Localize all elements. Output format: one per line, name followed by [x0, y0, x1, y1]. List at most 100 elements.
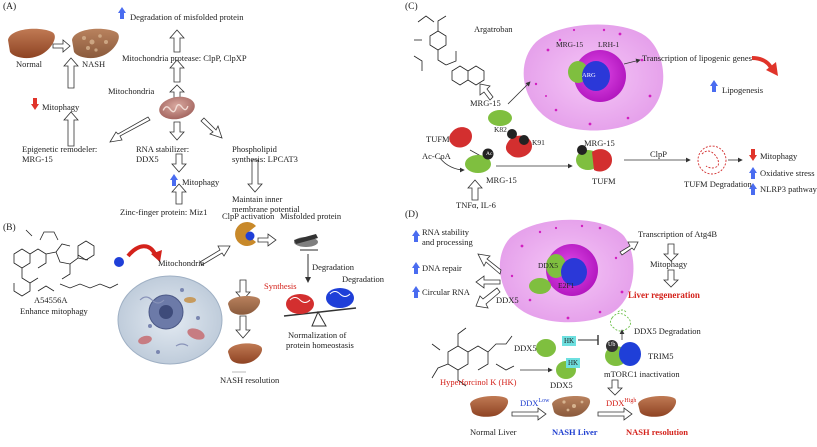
mrg15-low-label: MRG-15	[486, 175, 517, 185]
arrow-mrg15-to-cell	[507, 81, 531, 105]
up-arrow-mitophagy	[170, 174, 178, 186]
ub-label: Ub	[608, 342, 616, 348]
arrow-atg4b-down	[663, 243, 679, 262]
arrow-protease-up	[169, 59, 185, 83]
arrow-nash-to-resolution-d	[597, 407, 633, 421]
up-arrow-dna	[412, 262, 420, 274]
misfolded-protein-label: Misfolded protein	[280, 211, 342, 221]
up-arrow-lipogenesis	[710, 80, 718, 92]
hyperforcinol-label: Hyperforcinol K (HK)	[440, 377, 517, 387]
hk-top-label: HK	[564, 337, 575, 345]
arrow-argatroban-mrg15	[479, 83, 494, 101]
panel-b-label: (B)	[3, 223, 16, 233]
k91-label: K91	[532, 138, 545, 147]
cell-d	[499, 219, 634, 323]
normalization-label-2: protein homeostasis	[286, 340, 354, 350]
atg4b-label: Transcription of Atg4B	[638, 229, 718, 239]
nash-label: NASH	[82, 59, 106, 69]
trim5-protein	[619, 342, 641, 366]
synthesis-label: Synthesis	[264, 281, 297, 291]
lpcat3-label: synthesis: LPCAT3	[232, 154, 298, 164]
tufm-protein-left	[449, 127, 472, 148]
rna-processing-label: and processing	[422, 237, 473, 247]
ddx5-degraded-icon	[609, 309, 631, 332]
down-arrow-mitophagy	[31, 98, 39, 110]
mrg15-right-label: MRG-15	[584, 138, 615, 148]
arrow-mito-to-clpp	[199, 245, 231, 266]
panel-c-label: (C)	[405, 2, 418, 12]
normal-liver-icon	[8, 28, 55, 59]
e2f1-label: E2F1	[558, 281, 575, 290]
nash-liver-icon	[72, 28, 119, 59]
lipogenesis-label: Lipogenesis	[722, 85, 764, 95]
cell-illustration	[117, 275, 223, 365]
nash-resolution-d-label: NASH resolution	[626, 427, 688, 437]
clpp-activation-label: ClpP activation	[222, 211, 275, 221]
up-arrow-degradation	[118, 7, 126, 19]
arrow-mito-right	[200, 117, 223, 139]
mitophagy-d-label: Mitophagy	[650, 259, 688, 269]
hyperforcinol-structure	[431, 327, 515, 387]
hk-box-top	[562, 336, 576, 346]
oxidative-label: Oxidative stress	[760, 168, 815, 178]
mtorc1-label: mTORC1 inactivation	[604, 369, 680, 379]
epigenetic-label: Epigenetic remodeler:	[22, 144, 98, 154]
arrow-ddx5-rna	[477, 253, 502, 275]
miz1-label: Zinc-finger protein: Miz1	[120, 207, 208, 217]
maintain-label: Maintain inner	[232, 194, 283, 204]
up-arrow-rna	[412, 230, 420, 242]
arrow-cell-transcription	[619, 241, 639, 256]
lrh1-label: LRH-1	[598, 40, 620, 49]
arrow-mito-left	[109, 116, 151, 143]
acoa-label: Ac-CoA	[422, 151, 451, 161]
misfolded-protein-icon	[294, 234, 318, 251]
mitochondria-label: Mitochondria	[108, 86, 155, 96]
tufm-right-label: TUFM	[592, 176, 616, 186]
enhance-mitophagy-label: Enhance mitophagy	[20, 306, 88, 316]
nlrp3-label: NLRP3 pathway	[760, 184, 817, 194]
ddx-high-label: DDXHigh	[606, 397, 637, 408]
ddx5-label-a: DDX5	[136, 154, 159, 164]
clpp-c-label: ClpP	[650, 149, 668, 159]
normal-label: Normal	[16, 59, 42, 69]
arrow-miz1-up	[171, 183, 187, 205]
liver-regeneration-label: Liver regeneration	[628, 290, 700, 300]
mrg15-label-a: MRG-15	[22, 154, 53, 164]
dna-repair-label: DNA repair	[422, 263, 462, 273]
resolved-liver-d-icon	[638, 396, 677, 417]
nash-resolution-b-label: NASH resolution	[220, 375, 280, 385]
argatroban-label: Argatroban	[474, 24, 513, 34]
up-arrow-circ	[412, 286, 420, 298]
blue-ligand-dot	[114, 257, 124, 267]
ddx-low-label: DDXLow	[520, 397, 550, 408]
mitochondria-b-label: Mitochondria	[158, 258, 205, 268]
degradation-vertical-label: Degradation	[312, 262, 355, 272]
panel-a-label: (A)	[3, 2, 17, 12]
ddx5-nucleus-label: DDX5	[538, 261, 558, 270]
rna-stability-label: RNA stability	[422, 227, 469, 237]
cell-c	[523, 24, 664, 131]
mrg15-protein-mid	[488, 110, 512, 126]
rna-stabilizer-label: RNA stabilizer:	[136, 144, 190, 154]
mitophagy-c-label: Mitophagy	[760, 151, 798, 161]
ddx5-bound-label: DDX5	[550, 380, 573, 390]
transcription-label: Transcription of lipogenic genes	[642, 53, 752, 63]
mrg15-mid-label: MRG-15	[470, 98, 501, 108]
panel-d-label: (D)	[405, 210, 419, 220]
nash-liver-b-icon	[228, 296, 261, 315]
arrow-ddx5-mitophagy	[171, 153, 187, 173]
arrow-synthesis-down	[235, 279, 251, 301]
k82-label: K82	[494, 125, 507, 134]
ddx5-cell-label: DDX5	[496, 295, 519, 305]
arrow-acoa-curve	[439, 157, 465, 173]
ac-badge: Ac	[486, 151, 493, 157]
mitophagy-mid-label: Mitophagy	[182, 177, 220, 187]
hk-bound-label: HK	[568, 359, 579, 367]
up-arrow-oxidative	[749, 167, 757, 179]
normalization-label: Normalization of	[288, 330, 347, 340]
tufm-degradation-icon	[697, 145, 727, 175]
degradation-b-label: Degradation	[342, 274, 385, 284]
mitophagy-left-label: Mitophagy	[42, 102, 80, 112]
a54556a-label: A54556A	[34, 295, 68, 305]
nash-liver-d-icon	[552, 396, 591, 417]
